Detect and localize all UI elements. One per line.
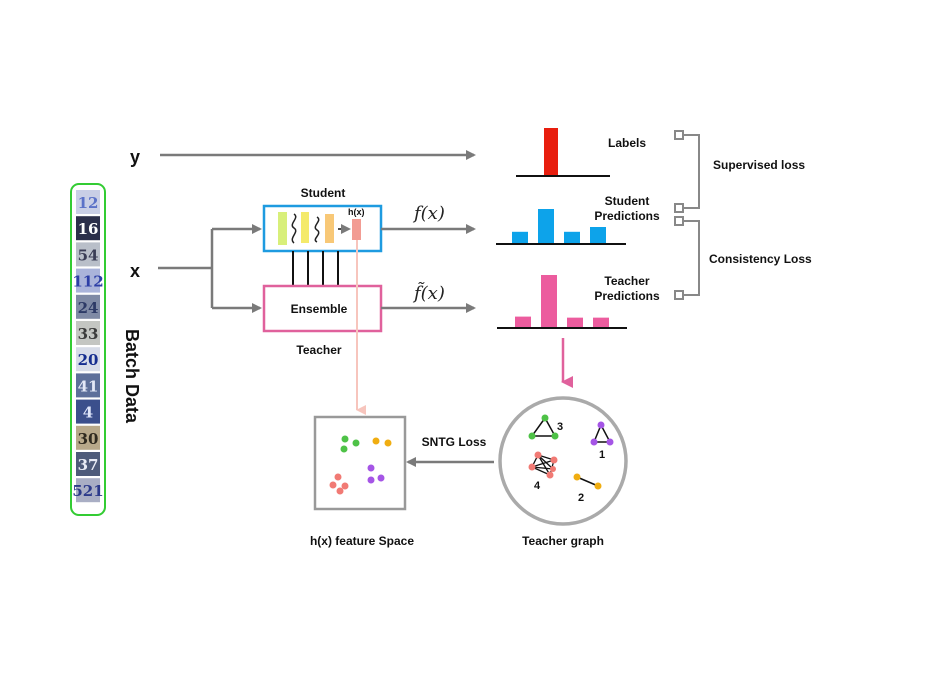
batch-data-frame (70, 183, 106, 516)
batch-image (76, 399, 100, 424)
input-x-label: x (130, 261, 140, 281)
supervised-loss-label: Supervised loss (713, 158, 805, 172)
batch-image (76, 425, 100, 450)
labels-bar-1 (544, 128, 558, 175)
student-title: Student (301, 186, 346, 200)
labels-caption: Labels (608, 136, 646, 150)
student-layer-1 (278, 212, 287, 245)
graph-cluster-1: 1 (590, 421, 614, 461)
student-bar-2 (538, 209, 554, 243)
teacher-histogram (515, 275, 609, 327)
graph-cluster-2: 2 (573, 473, 602, 504)
teacher-graph-caption: Teacher graph (522, 534, 604, 548)
batch-image-digit: 16 (78, 220, 99, 238)
batch-image (76, 373, 100, 398)
batch-image (76, 321, 100, 345)
feature-space-caption: h(x) feature Space (310, 534, 414, 548)
teacher-pred-caption-2: Predictions (594, 289, 660, 303)
batch-image-digit: 33 (78, 325, 99, 343)
teacher-pred-caption-1: Teacher (604, 274, 649, 288)
batch-image-digit: 24 (78, 299, 99, 317)
feature-points (329, 435, 392, 495)
sntg-loss-label: SNTG Loss (422, 435, 487, 449)
teacher-bar-2 (541, 275, 557, 327)
student-layer-2 (301, 212, 309, 243)
batch-data-label: Batch Data (122, 329, 142, 424)
feature-space-box (313, 415, 407, 511)
batch-image (76, 452, 100, 476)
cluster-2-id: 2 (578, 492, 584, 504)
ema-connectors (292, 251, 339, 286)
batch-image-digit: 12 (78, 194, 99, 212)
batch-image (76, 190, 100, 214)
graph-cluster-3: 3 (528, 414, 563, 440)
student-layer-3 (325, 214, 334, 243)
batch-image-list: 12 16 54 112 24 33 20 41 4 30 37 521 (72, 190, 104, 503)
batch-image (76, 347, 100, 372)
batch-image (76, 216, 100, 241)
teacher-bar-1 (515, 316, 531, 327)
x-branch-arrows (158, 224, 262, 313)
batch-data-strip: 12 16 54 112 24 33 20 41 4 30 37 521 (70, 183, 106, 516)
teacher-output-ftx: f̃(x) (412, 281, 445, 304)
batch-image-digit: 521 (72, 482, 103, 500)
teacher-graph-circle (498, 396, 628, 526)
student-bar-4 (590, 227, 606, 243)
cluster-3-id: 3 (557, 421, 563, 433)
batch-image (76, 478, 100, 503)
consistency-loss-label: Consistency Loss (709, 252, 812, 266)
student-pred-caption-2: Predictions (594, 209, 660, 223)
cluster-1-id: 1 (599, 449, 605, 461)
batch-image-digit: 4 (83, 404, 93, 422)
student-bar-1 (512, 231, 528, 243)
cluster-4-id: 4 (534, 480, 541, 492)
graph-cluster-4: 4 (528, 451, 558, 492)
batch-image-digit: 30 (78, 430, 99, 448)
batch-image-digit: 41 (78, 377, 99, 395)
batch-image (76, 242, 100, 267)
student-squiggle-1 (291, 213, 297, 244)
teacher-bar-4 (593, 317, 609, 327)
batch-image-digit: 37 (78, 456, 99, 474)
teacher-ensemble-label: Ensemble (291, 302, 348, 316)
input-y-label: y (130, 147, 140, 167)
student-hx-label: h(x) (348, 207, 365, 217)
labels-histogram (544, 128, 558, 175)
student-output-fx: f(x) (412, 203, 445, 224)
batch-image (76, 294, 100, 319)
student-squiggle-2 (314, 216, 320, 243)
teacher-title: Teacher (296, 343, 341, 357)
batch-image-digit: 54 (78, 246, 99, 264)
loss-brackets (674, 130, 700, 300)
batch-image (76, 268, 100, 293)
batch-image-digit: 112 (72, 273, 103, 291)
teacher-bar-3 (567, 317, 583, 327)
student-pred-caption-1: Student (605, 194, 650, 208)
batch-image-digit: 20 (78, 351, 99, 369)
student-bar-3 (564, 231, 580, 243)
student-histogram (512, 209, 606, 243)
student-hx-layer (352, 219, 361, 240)
